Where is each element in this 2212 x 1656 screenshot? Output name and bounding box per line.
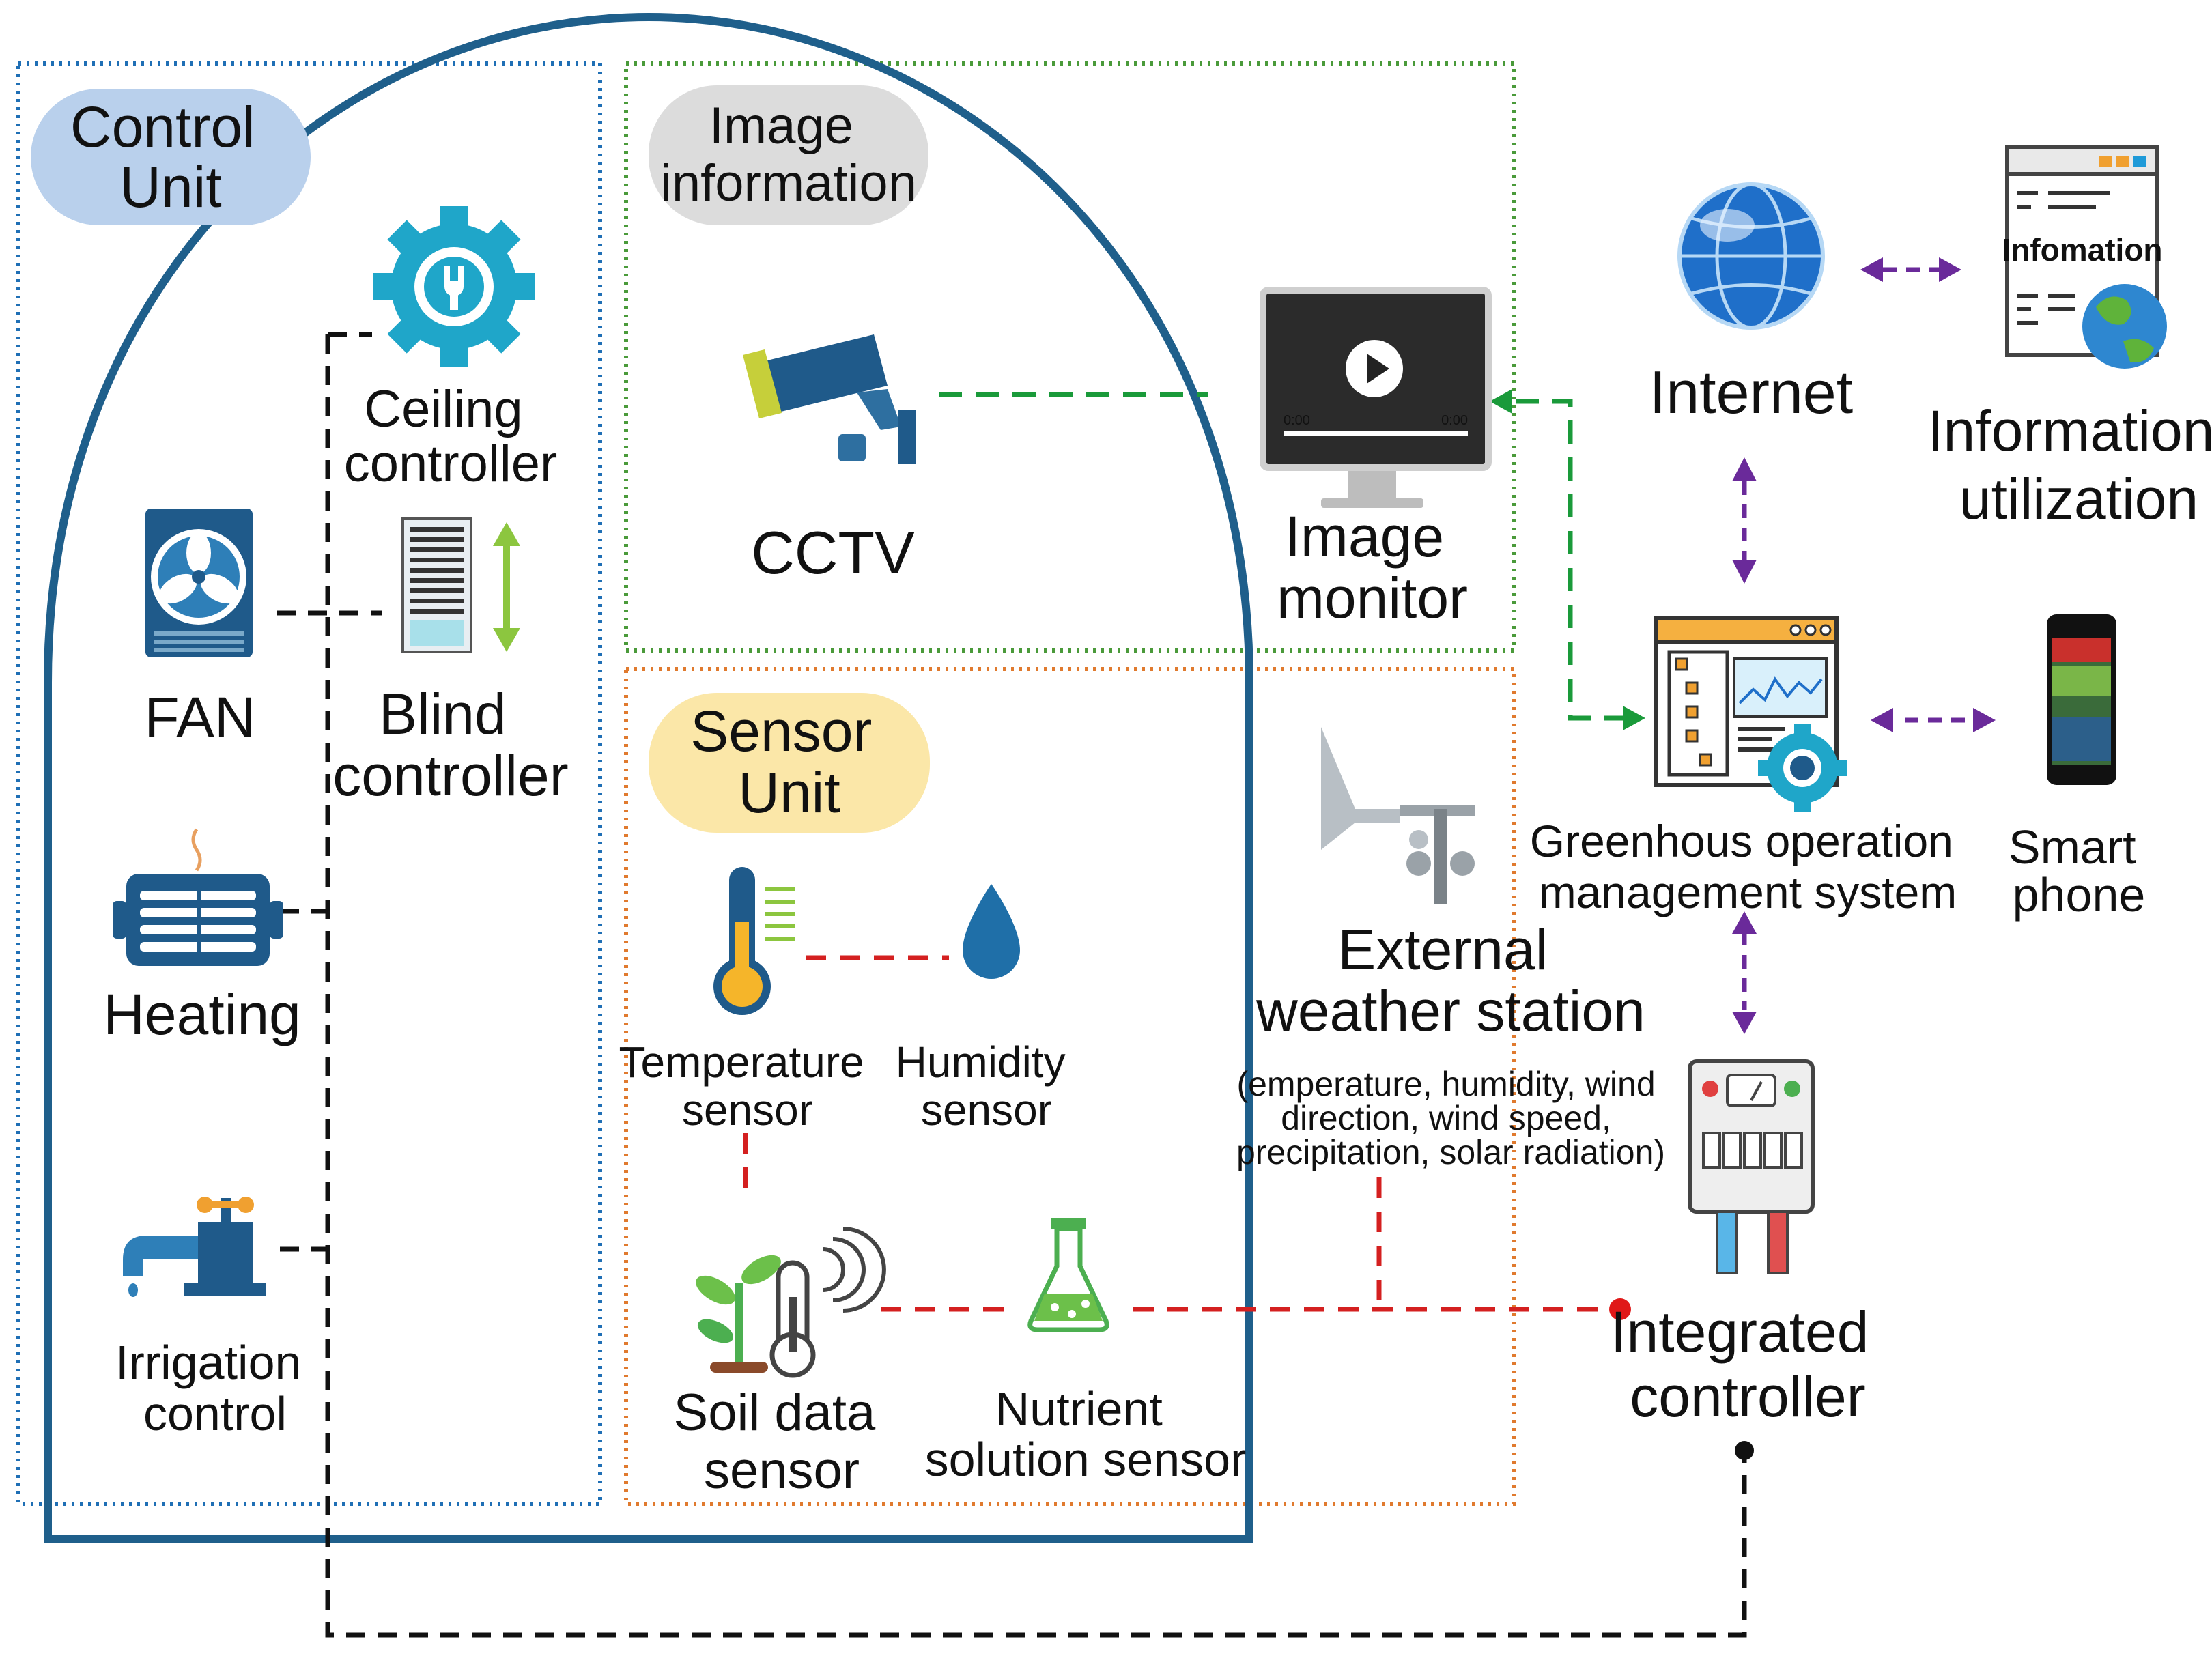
irrigation-control-label: Irrigation control [115, 1336, 315, 1440]
sensor-links [743, 955, 1618, 1312]
thermometer-icon [713, 867, 795, 1015]
sensor-unit-label: Sensor Unit [690, 699, 888, 825]
control-bus-lines [276, 332, 1747, 1638]
integrated-controller-icon [1688, 1059, 1815, 1274]
water-drop-icon [963, 884, 1020, 979]
management-system-icon [1654, 616, 1847, 812]
image-monitor-label: Image monitor [1277, 504, 1468, 630]
blind-icon [401, 517, 472, 653]
information-document-icon: Infomation [2002, 145, 2167, 369]
greenhouse-operation-management-system-label: Greenhous operation management system [1530, 816, 1966, 917]
humidity-sensor-label: Humidity sensor [896, 1038, 1078, 1134]
image-information-label: Image information [660, 97, 917, 212]
green-arrowhead-gos [1623, 706, 1645, 730]
fan-icon [145, 509, 253, 657]
integrated-controller-label: Integrated controller [1611, 1300, 1885, 1429]
external-weather-station-label: External weather station [1256, 917, 1645, 1043]
faucet-icon [123, 1197, 266, 1297]
information-icon-text: Infomation [2002, 232, 2162, 268]
green-arrowhead-monitor [1490, 389, 1512, 414]
blind-controller-label: Blind controller [332, 682, 568, 808]
monitor-time-end: 0:00 [1441, 413, 1468, 428]
weather-station-icon [1321, 727, 1475, 904]
greenhouse-outline [44, 12, 1253, 1543]
smartphone-icon [2047, 614, 2116, 785]
sensor-unit-box [624, 667, 1516, 1506]
control-unit-pill [31, 89, 311, 225]
soil-data-sensor-label: Soil data sensor [674, 1384, 890, 1500]
gear-icon [373, 206, 535, 367]
heater-icon [113, 828, 283, 966]
up-down-arrow-icon [493, 522, 520, 652]
nutrient-solution-sensor-label: Nutrient solution sensor [925, 1382, 1247, 1486]
information-utilization-label: Information utilization [1927, 399, 2212, 531]
control-unit-label: Control Unit [70, 95, 271, 219]
ceiling-controller-label: Ceiling controller [344, 380, 558, 493]
network-links [1742, 267, 1973, 1010]
sensor-unit-pill [649, 693, 930, 833]
fan-label: FAN [144, 685, 255, 750]
flask-icon [1027, 1218, 1109, 1332]
temperature-sensor-label: Temperature sensor [619, 1038, 876, 1134]
image-information-box [624, 61, 1516, 653]
heating-label: Heating [103, 982, 301, 1046]
cctv-label: CCTV [751, 519, 915, 586]
monitor-icon: 0:00 0:00 [1260, 287, 1492, 508]
internet-label: Internet [1649, 358, 1853, 426]
globe-icon [1677, 182, 1825, 330]
integrated-controller-red-dot [1609, 1298, 1631, 1320]
control-unit-box [16, 61, 602, 1506]
smartphone-label: Smart phone [2009, 820, 2149, 922]
image-information-pill [649, 85, 928, 225]
cctv-camera-icon [743, 334, 916, 464]
monitor-time-start: 0:00 [1284, 413, 1310, 428]
weather-station-details: (emperature, humidity, wind direction, w… [1236, 1065, 1665, 1171]
purple-arrowheads [1732, 257, 1996, 1034]
soil-sensor-icon [696, 1227, 886, 1378]
image-links [939, 392, 1632, 721]
integrated-controller-black-dot [1735, 1441, 1754, 1460]
